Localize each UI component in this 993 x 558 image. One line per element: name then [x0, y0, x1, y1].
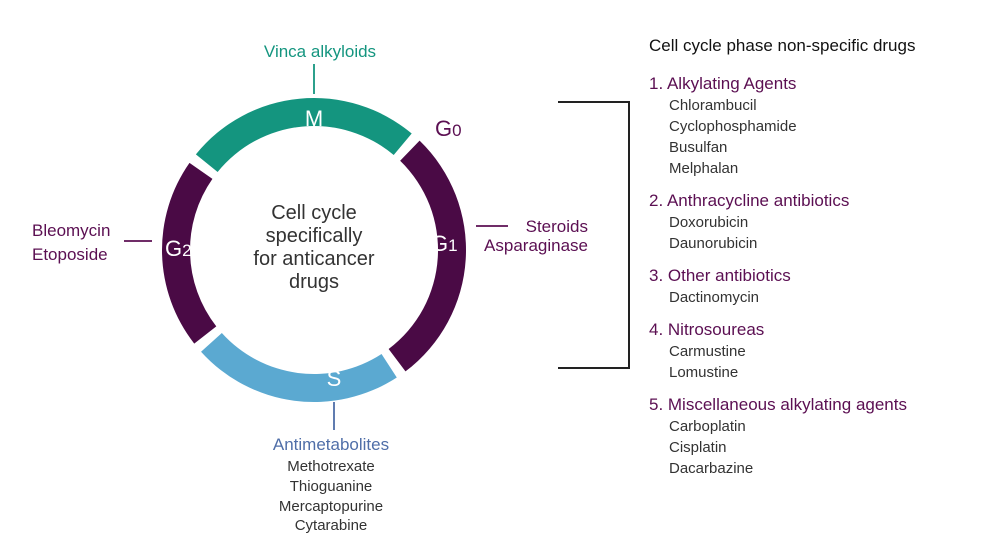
- nonspecific-bracket: [558, 101, 630, 369]
- drug-group-title: 5. Miscellaneous alkylating agents: [649, 395, 907, 414]
- cycle-ring: [162, 97, 467, 403]
- center-line-4: drugs: [289, 271, 339, 293]
- g2-drug-etoposide: Etoposide: [32, 245, 108, 264]
- phase-label-m: M: [305, 106, 323, 131]
- drug-group-title: 2. Anthracycline antibiotics: [649, 191, 850, 210]
- drug-item: Lomustine: [669, 364, 739, 381]
- s-class-label: Antimetabolites: [273, 435, 389, 454]
- phase-label-g1: G1: [431, 231, 458, 256]
- drug-item: Dacarbazine: [669, 460, 754, 477]
- drug-item: Carboplatin: [669, 418, 746, 435]
- drug-group-title: 1. Alkylating Agents: [649, 74, 797, 93]
- center-line-3: for anticancer: [253, 248, 375, 270]
- drug-item: Daunorubicin: [669, 235, 758, 252]
- drug-item: Carmustine: [669, 343, 746, 360]
- drug-item: Cyclophosphamide: [669, 118, 797, 135]
- phase-label-g0: G0: [435, 116, 462, 141]
- s-drug-cytarabine: Cytarabine: [295, 517, 368, 534]
- s-drug-methotrexate: Methotrexate: [287, 458, 375, 475]
- segment-s: [201, 332, 397, 403]
- phase-label-g2: G2: [165, 236, 192, 261]
- drug-item: Doxorubicin: [669, 214, 749, 231]
- m-drug-label: Vinca alkyloids: [264, 42, 376, 61]
- center-line-2: specifically: [266, 225, 363, 247]
- g1-drug-steroids: Steroids: [526, 217, 588, 236]
- g2-drug-bleomycin: Bleomycin: [32, 221, 110, 240]
- segment-g1: [388, 140, 467, 372]
- drug-item: Busulfan: [669, 139, 728, 156]
- drug-item: Dactinomycin: [669, 289, 760, 306]
- nonspecific-panel: Cell cycle phase non-specific drugs 1. A…: [649, 34, 979, 489]
- segment-m: [195, 97, 412, 172]
- drug-group-title: 4. Nitrosoureas: [649, 320, 765, 339]
- drug-item: Cisplatin: [669, 439, 727, 456]
- drug-group-title: 3. Other antibiotics: [649, 266, 791, 285]
- nonspecific-title: Cell cycle phase non-specific drugs: [649, 36, 916, 55]
- g1-drug-asparaginase: Asparaginase: [484, 236, 588, 255]
- phase-label-s: S: [327, 366, 342, 391]
- center-line-1: Cell cycle: [271, 202, 357, 224]
- drug-item: Chlorambucil: [669, 97, 757, 114]
- s-drug-mercaptopurine: Mercaptopurine: [279, 498, 383, 515]
- drug-item: Melphalan: [669, 160, 739, 177]
- segment-g2: [162, 162, 217, 344]
- s-drug-thioguanine: Thioguanine: [290, 478, 373, 495]
